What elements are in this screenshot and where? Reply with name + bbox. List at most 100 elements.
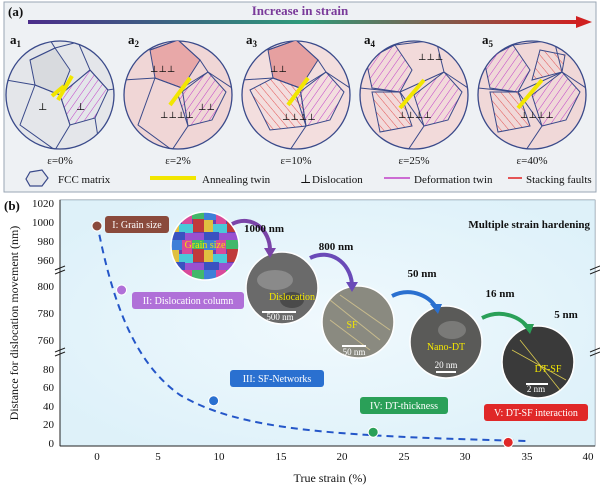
dislocation-icon: ⊥ [300, 172, 311, 186]
axis-break [54, 265, 600, 357]
legend-stacking: Stacking faults [526, 174, 592, 186]
callout-dt-thickness: IV: DT-thickness [360, 397, 448, 414]
svg-text:40: 40 [583, 451, 595, 463]
data-point-4 [367, 426, 379, 438]
micrograph-grain-size: Grain size [170, 211, 240, 281]
fit-curve [96, 222, 528, 442]
svg-text:⊥⊥⊥: ⊥⊥⊥ [418, 52, 443, 62]
svg-text:I: Grain size: I: Grain size [112, 220, 162, 231]
svg-text:16 nm: 16 nm [485, 288, 514, 300]
strain-a4: ε=25% [399, 155, 430, 167]
progress-arrows: 1000 nm 800 nm 50 nm 16 nm 5 nm [231, 218, 578, 334]
strain-arrow-title: Increase in strain [252, 3, 349, 18]
callouts: I: Grain size II: Dislocation column III… [105, 216, 588, 421]
svg-text:a2: a2 [128, 32, 140, 49]
svg-text:⊥⊥⊥⊥: ⊥⊥⊥⊥ [282, 112, 316, 122]
svg-text:500 nm: 500 nm [266, 312, 293, 322]
svg-text:780: 780 [38, 308, 55, 320]
svg-text:Nano-DT: Nano-DT [427, 342, 465, 353]
svg-text:20 nm: 20 nm [435, 360, 458, 370]
strain-values: ε=0% ε=2% ε=10% ε=25% ε=40% [47, 155, 547, 167]
svg-text:35: 35 [522, 451, 534, 463]
schematic-a1: ⊥ ⊥ [5, 40, 115, 150]
svg-text:II: Dislocation column: II: Dislocation column [143, 296, 234, 307]
micrograph-dislocation: Dislocation 500 nm [245, 251, 319, 325]
svg-text:30: 30 [460, 451, 472, 463]
svg-text:⊥⊥: ⊥⊥ [198, 102, 215, 112]
callout-dislocation-column: II: Dislocation column [132, 292, 244, 309]
svg-text:80: 80 [43, 364, 55, 376]
x-ticks: 0 5 10 15 20 25 30 35 40 [94, 451, 594, 463]
svg-text:Dislocation: Dislocation [269, 292, 315, 303]
micrograph-nano-dt: Nano-DT 20 nm [409, 305, 483, 379]
data-points [91, 220, 514, 448]
svg-text:V: DT-SF interaction: V: DT-SF interaction [494, 408, 578, 419]
schematic-a5: ⊥⊥⊥⊥ [477, 40, 587, 150]
svg-text:III: SF-Networks: III: SF-Networks [243, 374, 312, 385]
svg-text:960: 960 [38, 255, 55, 267]
svg-text:50 nm: 50 nm [343, 347, 366, 357]
micrographs: Grain size Dislocation 500 nm SF 50 nm [170, 211, 575, 399]
data-point-5 [502, 436, 514, 448]
micrograph-dt-sf: DT-SF 2 nm [501, 325, 575, 399]
legend-fcc: FCC matrix [58, 174, 111, 186]
svg-text:a1: a1 [10, 32, 22, 49]
svg-text:2 nm: 2 nm [527, 384, 545, 394]
legend-dislocation: Dislocation [312, 174, 363, 186]
svg-text:980: 980 [38, 236, 55, 248]
svg-text:760: 760 [38, 335, 55, 347]
svg-text:a3: a3 [246, 32, 258, 49]
strain-a5: ε=40% [517, 155, 548, 167]
svg-text:5 nm: 5 nm [554, 309, 578, 321]
data-point-3 [208, 395, 220, 407]
svg-text:IV: DT-thickness: IV: DT-thickness [370, 401, 438, 412]
svg-text:⊥: ⊥ [76, 102, 85, 113]
svg-text:800 nm: 800 nm [319, 241, 354, 253]
svg-text:20: 20 [337, 451, 349, 463]
svg-text:DT-SF: DT-SF [535, 364, 562, 375]
strain-a3: ε=10% [281, 155, 312, 167]
svg-text:60: 60 [43, 382, 55, 394]
svg-text:50 nm: 50 nm [407, 268, 436, 280]
data-point-2 [116, 284, 128, 296]
svg-text:⊥⊥⊥⊥: ⊥⊥⊥⊥ [520, 110, 554, 120]
circle-labels: a1 a2 a3 a4 a5 [10, 32, 494, 49]
svg-text:15: 15 [276, 451, 288, 463]
svg-text:⊥⊥⊥: ⊥⊥⊥ [150, 64, 175, 74]
svg-text:a5: a5 [482, 32, 494, 49]
svg-text:0: 0 [49, 438, 55, 450]
x-axis-label: True strain (%) [294, 471, 367, 485]
svg-text:⊥: ⊥ [38, 102, 47, 113]
chart-heading: Multiple strain hardening [468, 219, 590, 231]
legend-deformation: Deformation twin [414, 174, 493, 186]
schematic-a2: ⊥⊥⊥ ⊥⊥⊥⊥ ⊥⊥ [123, 40, 233, 150]
schematic-a3: ⊥⊥ ⊥⊥⊥⊥ [241, 40, 351, 150]
strain-a2: ε=2% [165, 155, 191, 167]
svg-text:1020: 1020 [32, 198, 55, 210]
svg-text:SF: SF [346, 320, 358, 331]
legend-a: FCC matrix Annealing twin ⊥ Dislocation … [25, 169, 592, 187]
fcc-matrix-icon [25, 169, 49, 187]
svg-text:0: 0 [94, 451, 100, 463]
svg-text:1000: 1000 [32, 217, 55, 229]
callout-sf-networks: III: SF-Networks [230, 370, 324, 387]
callout-dt-sf-interaction: V: DT-SF interaction [484, 404, 588, 421]
svg-text:800: 800 [38, 281, 55, 293]
panel-b: (b) Multiple strain hardening 1020 1000 … [4, 198, 600, 485]
svg-text:10: 10 [214, 451, 226, 463]
y-axis-label: Distance for dislocation movement (nm) [7, 226, 21, 421]
svg-text:⊥⊥: ⊥⊥ [270, 64, 287, 74]
svg-text:40: 40 [43, 401, 55, 413]
panel-a: (a) Increase in strain ⊥ ⊥ [3, 1, 597, 193]
strain-arrow: Increase in strain [28, 3, 592, 28]
svg-text:5: 5 [155, 451, 161, 463]
y-ticks-lower: 80 60 40 20 0 [43, 364, 55, 450]
svg-text:1000 nm: 1000 nm [244, 223, 284, 235]
svg-text:a4: a4 [364, 32, 376, 49]
svg-text:20: 20 [43, 419, 55, 431]
micrograph-sf: SF 50 nm [321, 285, 395, 359]
svg-text:⊥⊥⊥⊥: ⊥⊥⊥⊥ [160, 110, 194, 120]
data-point-1 [91, 220, 103, 232]
svg-text:⊥⊥⊥⊥: ⊥⊥⊥⊥ [398, 110, 432, 120]
